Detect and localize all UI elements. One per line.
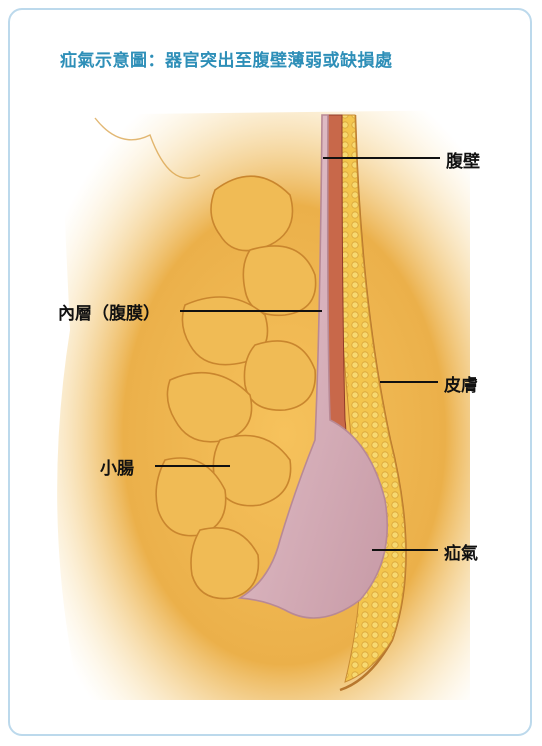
label-hernia: 疝氣 — [444, 539, 478, 564]
label-small-intestine: 小腸 — [100, 454, 134, 479]
label-inner-layer: 內層（腹膜） — [58, 299, 160, 324]
label-abdominal-wall: 腹壁 — [446, 147, 480, 172]
label-skin: 皮膚 — [444, 371, 478, 396]
